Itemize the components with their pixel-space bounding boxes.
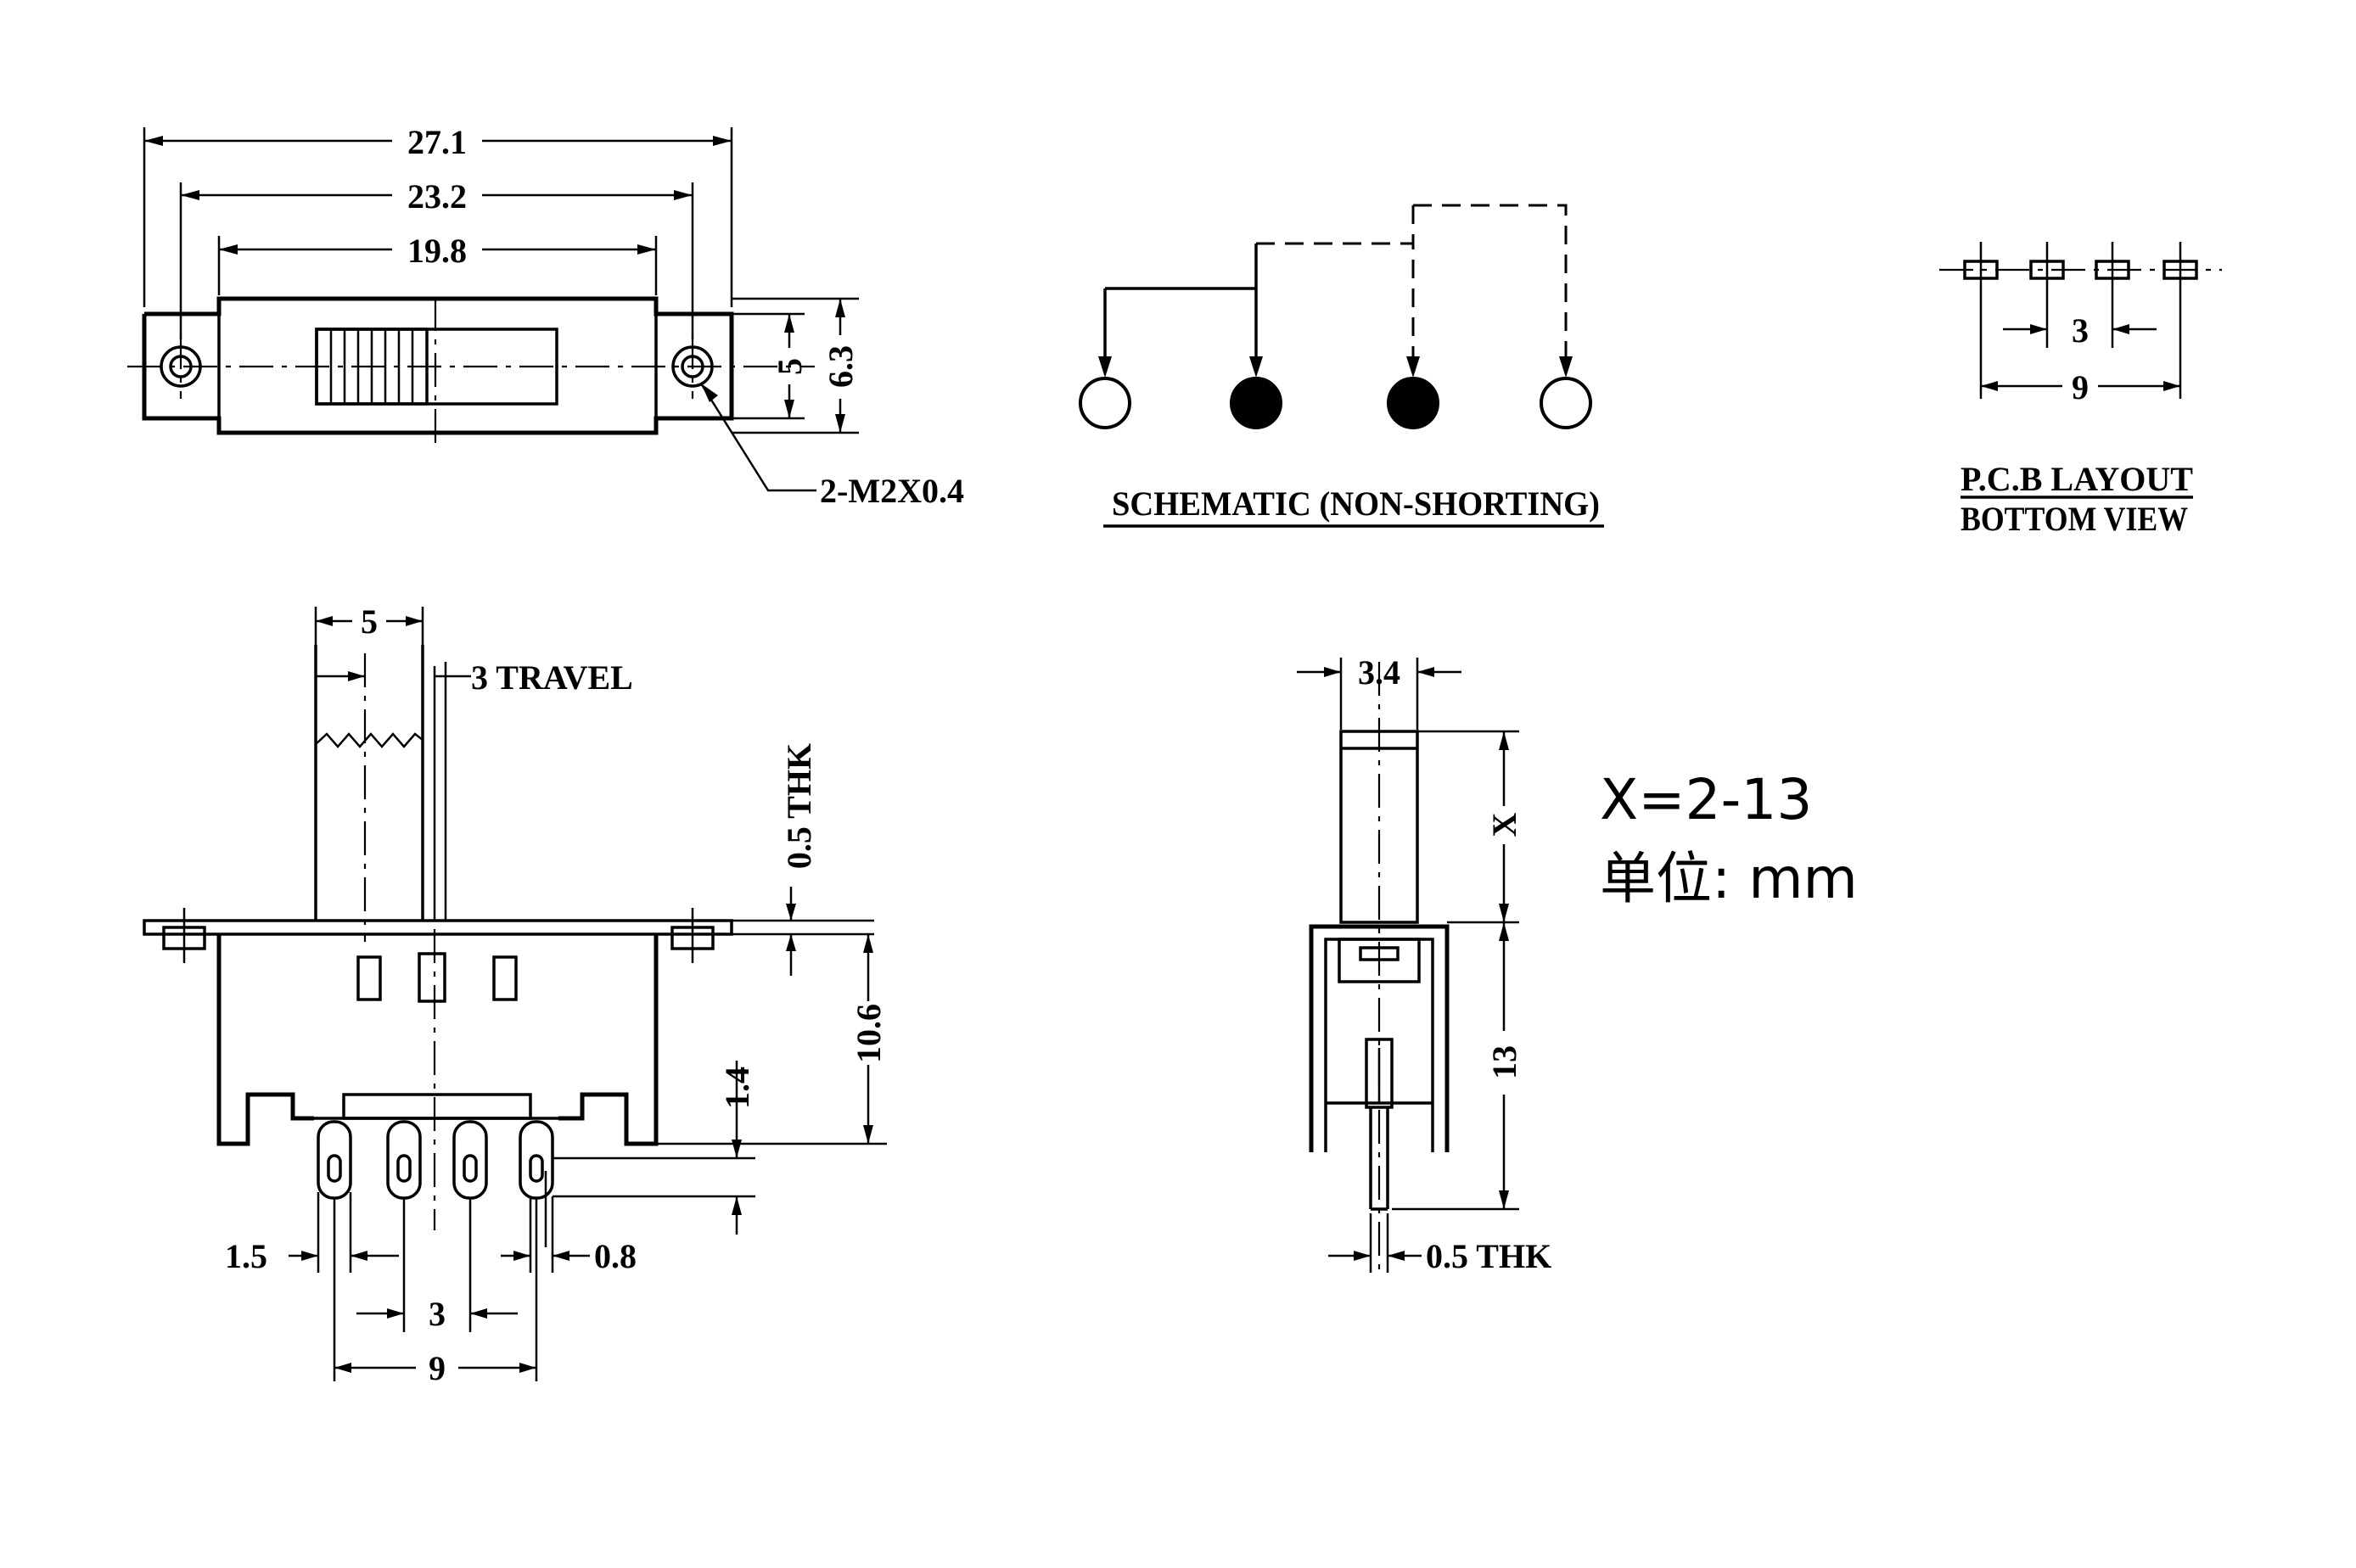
dim-pin-offset: 1.4 [718, 1067, 756, 1109]
x-range-note: X=2-13 [1600, 767, 1812, 832]
dim-pin-pitch: 3 [429, 1295, 446, 1333]
dim-overall-length: 27.1 [407, 123, 467, 161]
dim-actuator-width: 5 [361, 602, 378, 641]
schematic-label: SCHEMATIC (NON-SHORTING) [1112, 484, 1600, 523]
dim-side-body-height: 13 [1485, 1045, 1523, 1079]
dim-hole-pitch: 23.2 [407, 177, 467, 216]
side-view: 3.4 X 13 0.5 THK [1297, 653, 1551, 1275]
pcb-dim-span: 9 [2072, 368, 2089, 406]
dim-height-outer: 6.3 [822, 345, 860, 388]
dim-actuator-height: X [1485, 812, 1523, 837]
contact-open-2 [1540, 377, 1592, 429]
dim-body-height: 10.6 [850, 1004, 888, 1063]
contact-closed-1 [1230, 377, 1282, 429]
pcb-dim-pitch: 3 [2072, 311, 2089, 350]
schematic: SCHEMATIC (NON-SHORTING) [1079, 204, 1604, 528]
pcb-layout: 3 9 P.C.B LAYOUT BOTTOM VIEW [1939, 242, 2222, 538]
dim-actuator-thickness: 3.4 [1358, 653, 1400, 692]
dim-travel: 3 TRAVEL [471, 658, 633, 697]
contact-open-1 [1079, 377, 1131, 429]
front-view: 5 3 TRAVEL 0.5 THK 10.6 1.4 [143, 602, 888, 1387]
unit-note: 单位: mm [1600, 846, 1858, 911]
dim-pin-thickness: 0.5 THK [1426, 1237, 1551, 1275]
screw-hole-callout: 2-M2X0.4 [820, 472, 964, 510]
dim-pin-width: 0.8 [594, 1237, 637, 1275]
dim-pin-edge: 1.5 [225, 1237, 267, 1275]
contact-closed-2 [1387, 377, 1439, 429]
pcb-label-line1: P.C.B LAYOUT [1961, 460, 2193, 498]
pcb-label-line2: BOTTOM VIEW [1961, 500, 2188, 538]
top-view: 27.1 23.2 19.8 5 6.3 2-M2 [127, 123, 964, 510]
dim-pin-span: 9 [429, 1349, 446, 1387]
dim-height-inner: 5 [771, 358, 809, 375]
dim-plate-thickness: 0.5 THK [780, 743, 818, 869]
dim-body-length: 19.8 [407, 232, 467, 270]
